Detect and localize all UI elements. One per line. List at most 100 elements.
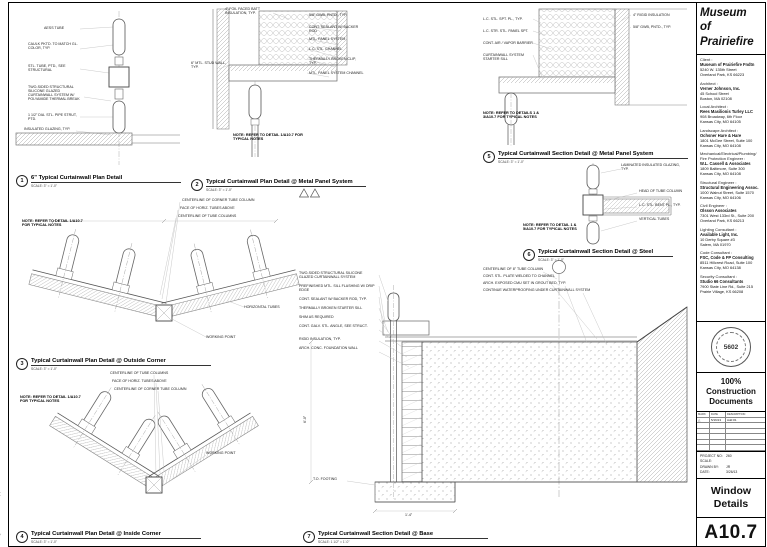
date-value: 3/26/13 — [726, 470, 738, 475]
consultant-role: Client : — [700, 57, 713, 63]
revision-row: △ 5/16/13 Add #1 — [697, 417, 765, 424]
consultant-role: Lighting Consultant : — [700, 226, 737, 232]
revision-row-empty — [697, 434, 765, 440]
sheet-border: AESS TUBE CAULK PKTD. TO MATCH GL. COLOR… — [8, 2, 766, 547]
detail-title-text: Typical Curtainwall Plan Detail @ Outsid… — [31, 358, 211, 366]
note: CENTERLINE OF TUBE COLUMNS — [178, 214, 237, 218]
note: TWO-SIDED STRUCTURAL SILICONE GLAZED CUR… — [28, 85, 80, 102]
note: 5/8" GWB, PNTD., TYP. — [633, 25, 672, 29]
consultant-entry: Structural Engineer : Structural Enginee… — [700, 180, 762, 200]
note: STL. TUBE, PTD., SEE STRUCTURAL — [28, 64, 66, 73]
detail-6-title: 6 Typical Curtainwall Section Detail @ S… — [523, 249, 673, 262]
detail-scale: SCALE: 1 1/2" = 1'-0" — [318, 539, 350, 544]
consultant-entry: Landscape Architect : Ochsner Hare & Har… — [700, 128, 762, 148]
revision-row-empty — [697, 428, 765, 435]
detail-number-bubble: 3 — [16, 358, 28, 370]
consultant-name: FSC, Code & FP Consulting — [700, 255, 754, 261]
detail-number-bubble: 5 — [483, 151, 495, 163]
phase-label: 100% Construction Documents — [697, 373, 765, 413]
project-no-value: 260 — [726, 453, 732, 458]
note: NOTE: REFER TO DETAIL 1/A10.7 FOR TYPICA… — [233, 133, 303, 142]
consultant-name: Verner Johnson, Inc. — [700, 85, 741, 91]
note: MTL. PANEL SYSTEM CHANNEL — [309, 71, 364, 75]
note: HEAD OF TUBE COLUMN — [639, 189, 683, 193]
detail-6-section-steel: LAMINATED INSULATED GLAZING, TYP. HEAD O… — [521, 161, 697, 269]
revision-row-empty — [697, 439, 765, 446]
consultant-entry: Local Architect : Rees Masilionis Turley… — [700, 104, 762, 124]
revision-col-desc: DESCRIPTION — [726, 412, 765, 418]
note: THERMALLY BROKEN CLIP, TYP. — [309, 57, 356, 66]
detail-1-drawing — [15, 11, 180, 165]
consultant-role: Structural Engineer : — [700, 179, 737, 185]
revision-row-empty — [697, 445, 765, 451]
note: FACE OF HORIZ. TUBES ABOVE — [112, 379, 167, 383]
consultant-name: Available Light, Inc. — [700, 231, 739, 237]
consultant-address: 45 School Street Boston, MA 02108 — [700, 90, 732, 101]
revision-col-date: DATE — [710, 412, 726, 418]
note: RIGID INSULATION, TYP. — [299, 337, 341, 341]
detail-scale: SCALE: 3" = 1'-0" — [31, 183, 57, 188]
detail-number-bubble: 4 — [16, 531, 28, 543]
scale-row: SCALE: — [700, 459, 762, 463]
revision-row-empty — [697, 423, 765, 429]
note: THERMALLY BROKEN STARTER SILL — [299, 306, 363, 310]
scale-value — [726, 459, 762, 463]
note: 4" RIGID INSULATION — [633, 13, 670, 17]
detail-number-bubble: 7 — [303, 531, 315, 543]
note: L.C. STL. CHANNEL — [309, 47, 343, 51]
consultant-address: 7900 State Line Rd., Suite 215 Prairie V… — [700, 283, 753, 294]
detail-7-title: 7 Typical Curtainwall Section Detail @ B… — [303, 531, 488, 544]
note: FACE OF HORIZ. TUBES ABOVE — [180, 206, 235, 210]
detail-5-section-metal-panel: L.C. STL. SPT. PL., TYP. L.C. STR. STL. … — [481, 5, 695, 169]
note: SHIM AS REQUIRED — [299, 315, 334, 319]
consultant-role: Civil Engineer : — [700, 203, 727, 209]
note: L.C. STL. BENT PL., TYP. — [639, 203, 681, 207]
detail-1-plan: AESS TUBE CAULK PKTD. TO MATCH GL. COLOR… — [14, 5, 186, 195]
consultant-address: 1801 McGee Street, Suite 100 Kansas City… — [700, 137, 753, 148]
detail-7-drawing — [308, 260, 688, 514]
note: LAMINATED INSULATED GLAZING, TYP. — [621, 163, 680, 172]
drawn-by-value: JR — [726, 464, 731, 469]
detail-4-drawing — [49, 374, 259, 494]
project-no-label: PROJECT NO: — [700, 453, 723, 458]
note: L.C. STL. SPT. PL., TYP. — [483, 17, 523, 21]
note: PREFINISHED MTL. SILL FLASHING W/ DRIP E… — [299, 284, 375, 293]
note: CONT. SEALANT W/ BACKER ROD — [309, 25, 359, 34]
revision-header-row: MARK DATE DESCRIPTION — [697, 412, 765, 418]
consultant-entry: Client : Museum of Prairiefire Fndtn 524… — [700, 57, 762, 77]
detail-number-bubble: 1 — [16, 175, 28, 187]
detail-3-title: 3 Typical Curtainwall Plan Detail @ Outs… — [16, 358, 211, 371]
consultant-address: 908 Broadway, 6th Floor Kansas City, MO … — [700, 114, 743, 125]
seal-number: 5602 — [716, 332, 746, 363]
note: CONT. SEALANT W/ BACKER ROD, TYP. — [299, 297, 367, 301]
dimension-label: 6'-0" — [303, 415, 307, 423]
revision-date: 5/16/13 — [710, 417, 726, 424]
project-no-row: PROJECT NO: 260 — [700, 454, 762, 458]
consultant-role: Architect : — [700, 80, 718, 86]
note: CENTERLINE OF TUBE COLUMNS — [110, 371, 169, 375]
sheet-number: A10.7 — [704, 522, 758, 543]
detail-title-text: Typical Curtainwall Section Detail @ Ste… — [538, 249, 673, 257]
consultant-role: Local Architect : — [700, 104, 729, 110]
note: VERTICAL TUBES — [639, 217, 670, 221]
detail-3-drawing — [28, 201, 300, 338]
consultant-name: Structural Engineering Assoc. — [700, 184, 759, 190]
consultant-role: Landscape Architect : — [700, 127, 739, 133]
note: NOTE: REFER TO DETAIL 1/A10.7 FOR TYPICA… — [22, 219, 83, 228]
note: CURTAINWALL SYSTEM STARTER SILL — [483, 53, 524, 62]
note: CENTERLINE OF 8" TUBE COLUMN — [483, 267, 544, 271]
scale-label: SCALE: — [700, 459, 713, 464]
note: T.O. FOOTING — [313, 477, 337, 481]
title-block: Museum of Prairiefire Client : Museum of… — [696, 3, 765, 546]
note: NOTE: REFER TO DETAIL 1 & 5/A10.7 FOR TY… — [523, 223, 577, 232]
detail-5-title: 5 Typical Curtainwall Section Detail @ M… — [483, 151, 688, 164]
drawn-by-row: DRAWN BY: JR — [700, 465, 762, 469]
note: CONT. AIR / VAPOR BARRIER — [483, 41, 533, 45]
note: NOTE: REFER TO DETAILS 1 & 3/A10.7 FOR T… — [483, 111, 539, 120]
consultant-list: Client : Museum of Prairiefire Fndtn 524… — [697, 55, 765, 323]
detail-title-text: Typical Curtainwall Plan Detail @ Metal … — [206, 179, 366, 187]
detail-2-drawing — [212, 8, 348, 157]
detail-scale: SCALE: 3" = 1'-0" — [498, 159, 524, 164]
